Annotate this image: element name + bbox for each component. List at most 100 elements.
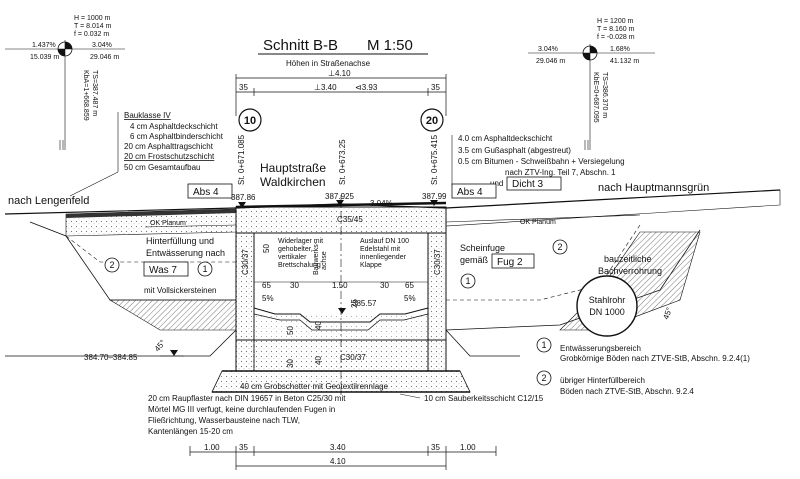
tag-was: Was 7 — [149, 265, 177, 276]
joint-note-2: gemäß — [460, 255, 489, 265]
dim-65-right: 65 — [405, 281, 414, 290]
station-markers: 10 20 St. 0+671.085 St. 0+675.415 St. 0+… — [237, 108, 444, 185]
formwork-note-4: Brettschalung — [278, 262, 321, 269]
legend-1-line2: Grobkörnige Böden nach ZTVE-StB, Abschn.… — [560, 354, 750, 363]
zone-2-right: 2 — [557, 242, 562, 252]
planum-left: OK Planum — [150, 220, 186, 227]
tag-abs-left-box — [187, 183, 233, 199]
right-curve-ts: TS=386.370 m — [601, 72, 608, 118]
dim-65-left: 65 — [262, 281, 271, 290]
bridge-deck-layers: 4.0 cm Asphaltdeckschicht 3.5 cm Gußasph… — [451, 134, 625, 191]
angle-right: 45° — [661, 306, 674, 320]
tag-abs-right-box — [451, 183, 497, 199]
legend-2-line1: übriger Hinterfüllbereich — [560, 376, 645, 385]
right-curve-f: f = -0.028 m — [597, 34, 635, 41]
dim-inner-right-top: ⊲3.93 — [355, 83, 378, 92]
outlet-note-1: Auslauf DN 100 — [360, 238, 409, 245]
dim-25: 25 — [350, 299, 359, 308]
road-name-line1: Hauptstraße — [260, 161, 326, 175]
formwork-note-3: vertikaler — [278, 254, 307, 261]
dim-30-right: 30 — [380, 281, 389, 290]
existing-pipe-note-2: Bachverrohrung — [598, 266, 662, 276]
section-scale: M 1:50 — [367, 37, 413, 54]
dim-inner-left-top: ⊥3.40 — [314, 83, 337, 92]
bauklasse-layer-4: 20 cm Frostschutzschicht — [124, 152, 215, 161]
tag-fug-box — [491, 253, 535, 269]
left-curve-f: f = 0.032 m — [74, 31, 109, 38]
right-curve-h: H = 1200 m — [597, 18, 634, 25]
concrete-base: C30/37 — [340, 353, 366, 362]
dim-bottom-35-left: 35 — [239, 443, 248, 452]
dim-5pct-right: 5% — [404, 294, 416, 303]
dim-50-wall: 50 — [262, 244, 271, 253]
box-culvert — [211, 195, 471, 395]
tag-was-box — [143, 261, 189, 277]
concrete-wall-right: C30/37 — [433, 249, 442, 275]
bridge-layer-4: nach ZTV-Ing. Teil 7, Abschn. 1 — [505, 168, 616, 177]
bridge-layer-1: 4.0 cm Asphaltdeckschicht — [458, 134, 553, 143]
left-curve-station-b: 29.046 m — [90, 54, 119, 61]
dim-bottom-35-right: 35 — [431, 443, 440, 452]
axis-note-2: achse — [321, 251, 328, 270]
paving-line-3: Fließrichtung, Wasserbausteine nach TLW, — [148, 416, 300, 425]
direction-left: nach Lengenfeld — [8, 195, 89, 207]
level-bottom-marker — [170, 350, 178, 356]
outlet-note-4: Klappe — [360, 262, 382, 269]
left-curve-ts: TS=387.487 m — [91, 70, 98, 116]
paving-line-4: Kantenlängen 15-20 cm — [148, 427, 233, 436]
zone-1-left: 1 — [202, 264, 207, 274]
heights-note: Höhen in Straßenachse — [286, 59, 371, 68]
dim-5pct-left: 5% — [262, 294, 274, 303]
tag-abs-left: Abs 4 — [193, 187, 219, 198]
planum-right: OK Planum — [520, 219, 556, 226]
bauklasse-layer-3: 20 cm Asphalttragschicht — [124, 142, 214, 151]
level-slope: 3.04% — [370, 199, 393, 208]
legend-2-number: 2 — [541, 373, 546, 383]
station-label-10: St. 0+671.085 — [237, 134, 246, 185]
dim-30-base: 30 — [286, 359, 295, 368]
dim-40-base: 40 — [314, 356, 323, 365]
bauklasse-layer-2: 6 cm Asphaltbinderschicht — [130, 132, 224, 141]
axis-note-1: Bauwerks- — [313, 241, 320, 275]
station-number-10: 10 — [244, 115, 256, 127]
dim-bottom-100-right: 1.00 — [460, 443, 476, 452]
bridge-layer-2: 3.5 cm Gußasphalt (abgestreut) — [458, 146, 571, 155]
paving-note: 20 cm Raupflaster nach DIN 19657 in Beto… — [148, 394, 346, 436]
bridge-layer-5: und — [490, 179, 503, 188]
bauklasse-layers: Bauklasse IV 4 cm Asphaltdeckschicht 6 c… — [69, 111, 224, 197]
joint-note-1: Scheinfuge — [460, 243, 505, 253]
angle-left: 45° — [153, 338, 168, 353]
right-curve-slope-b: 1.68% — [610, 46, 630, 53]
dim-wall-left-top: 35 — [239, 83, 248, 92]
left-curve-h: H = 1000 m — [74, 15, 111, 22]
formwork-note-1: Widerlager mit — [278, 238, 323, 245]
paving-line-1: 20 cm Raupflaster nach DIN 19657 in Beto… — [148, 394, 346, 403]
dim-40: 40 — [314, 321, 323, 330]
dim-bottom-100-left: 1.00 — [204, 443, 220, 452]
concrete-wall-left: C30/37 — [241, 249, 250, 275]
bauklasse-layer-1: 4 cm Asphaltdeckschicht — [130, 122, 218, 131]
dim-bottom-410: 4.10 — [330, 457, 346, 466]
left-curve-station-a: 15.039 m — [30, 54, 59, 61]
legend-1-number: 1 — [541, 340, 546, 350]
dim-total-top: ⊥4.10 — [328, 69, 351, 78]
legend-2-line2: Böden nach ZTVE-StB, Abschn. 9.2.4 — [560, 387, 694, 396]
backfill-note-1: Hinterfüllung und — [146, 236, 214, 246]
tag-fug: Fug 2 — [497, 257, 523, 268]
bauklasse-heading: Bauklasse IV — [124, 111, 171, 120]
pipe-label-1: Stahlrohr — [589, 295, 626, 305]
tag-dicht: Dicht 3 — [512, 179, 544, 190]
existing-pipe-note-1: bauzeitliche — [604, 254, 652, 264]
pipe-circle — [576, 275, 638, 337]
level-center: 387.925 — [325, 192, 354, 201]
direction-right: nach Hauptmannsgrün — [598, 182, 709, 194]
backfill-note-2: Entwässerung nach — [146, 248, 225, 258]
right-curve-t: T = 8.160 m — [597, 26, 635, 33]
right-curve-kbe: KbE=0+687.095 — [592, 72, 599, 123]
legend-1-line1: Entwässerungsbereich — [560, 344, 641, 353]
right-curve-slope-a: 3.04% — [538, 46, 558, 53]
left-curve-slope: 1.437% — [32, 42, 56, 49]
dim-30-left: 30 — [290, 281, 299, 290]
tag-abs-right: Abs 4 — [457, 187, 483, 198]
outlet-note-2: Edelstahl mit — [360, 246, 400, 253]
